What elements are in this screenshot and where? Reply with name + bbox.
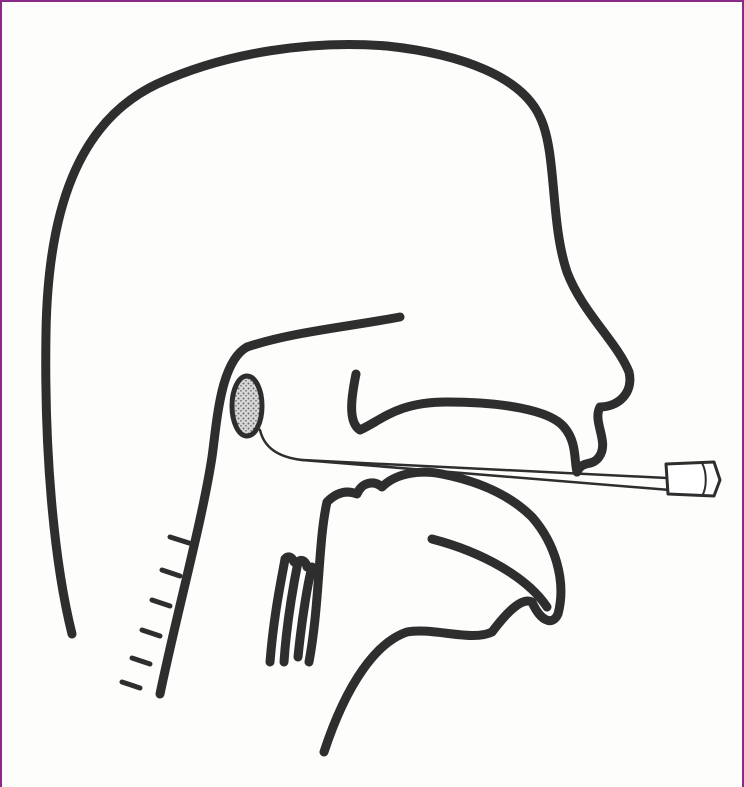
vertebra-mark-4 (142, 630, 160, 636)
vertebra-mark-2 (162, 570, 180, 576)
adenoid-mass (232, 376, 262, 436)
tongue-outline (309, 472, 561, 752)
vertebra-mark-5 (132, 658, 150, 664)
vertebra-mark-6 (122, 682, 140, 688)
upper-lip-outline (352, 374, 577, 472)
vertebra-mark-1 (170, 537, 189, 543)
palate-line (247, 317, 400, 347)
catheter-cup-icon (666, 462, 720, 496)
head-outline (46, 45, 630, 634)
vertebra-mark-3 (152, 600, 170, 606)
